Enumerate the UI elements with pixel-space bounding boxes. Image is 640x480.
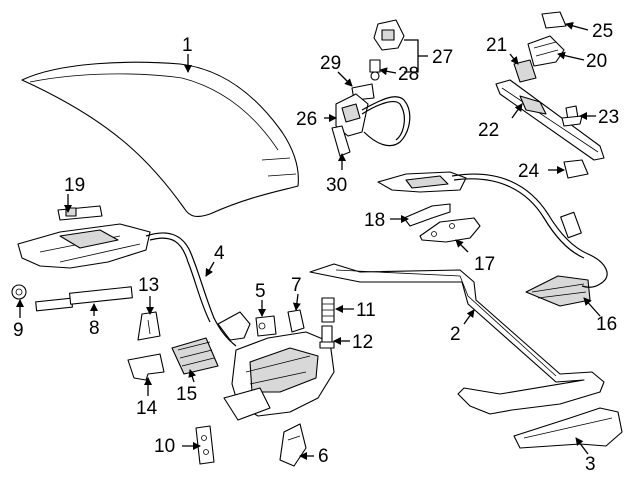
callout-2: 2 [450, 324, 461, 345]
upper-tray [377, 171, 467, 193]
callout-1: 1 [182, 35, 193, 56]
module-part-21 [513, 59, 537, 83]
callout-5: 5 [255, 281, 266, 302]
callout-3: 3 [585, 454, 596, 475]
module-part-20 [527, 35, 565, 67]
callout-26: 26 [296, 109, 317, 130]
rail-part-3 [513, 407, 623, 449]
gas-strut-part-8 [35, 286, 133, 312]
callout-15: 15 [176, 384, 197, 405]
callout-24: 24 [518, 161, 540, 182]
clip-part-19 [57, 205, 103, 221]
drive-cable [451, 173, 608, 288]
callout-labels: 1 2 3 4 5 6 7 8 9 10 11 12 13 14 15 16 1… [13, 21, 619, 475]
frame-part-2 [309, 263, 605, 415]
block-part-24 [563, 159, 589, 179]
bump-stop-part-9 [11, 284, 27, 300]
callout-20: 20 [586, 51, 607, 72]
seal-strip-part-15 [171, 337, 219, 375]
callout-22: 22 [478, 120, 499, 141]
spring-part-11 [321, 297, 335, 323]
bracket-part-10 [195, 425, 215, 465]
bracket-part-6 [279, 423, 307, 467]
bracket-part-13 [137, 311, 161, 341]
callout-23: 23 [598, 107, 619, 128]
fitting-part-28 [369, 59, 381, 81]
bracket-plate-part-17 [419, 217, 481, 243]
valve-part-27 [373, 19, 405, 51]
cable-connector [560, 211, 582, 239]
callout-12: 12 [352, 332, 373, 353]
hinge-bar-part-18 [403, 203, 451, 227]
callout-13: 13 [138, 275, 159, 296]
callout-27: 27 [432, 47, 453, 68]
plate-part-14 [127, 353, 165, 381]
roof-panel-part [21, 61, 299, 218]
hydraulic-hose [361, 96, 411, 147]
callout-7: 7 [291, 275, 302, 296]
callout-29: 29 [320, 53, 341, 74]
callout-14: 14 [136, 398, 158, 419]
callout-17: 17 [474, 254, 495, 275]
hinge-mechanism [217, 311, 335, 421]
callout-30: 30 [326, 175, 347, 196]
callout-9: 9 [13, 320, 24, 341]
rear-storage-panel [17, 223, 151, 269]
label-part-25 [541, 11, 567, 29]
callout-19: 19 [64, 175, 85, 196]
callout-4: 4 [214, 243, 225, 264]
callout-18: 18 [364, 210, 385, 231]
callout-10: 10 [154, 436, 175, 457]
callout-16: 16 [596, 314, 617, 335]
cable-4 [145, 232, 237, 347]
callout-6: 6 [318, 446, 329, 467]
link-part-5 [255, 315, 277, 337]
bracket-part-30 [331, 125, 351, 157]
callout-28: 28 [398, 64, 419, 85]
latch-part-16 [525, 275, 591, 307]
rail-part-22 [495, 79, 605, 161]
pump-part-26 [335, 93, 369, 137]
callout-11: 11 [356, 300, 376, 321]
bolt-part-12 [319, 325, 335, 349]
leader-lines [16, 21, 601, 460]
callout-8: 8 [89, 318, 100, 339]
callout-21: 21 [486, 35, 507, 56]
callout-25: 25 [592, 21, 613, 42]
clip-part-7 [287, 309, 305, 333]
clip-part-23 [561, 105, 583, 127]
